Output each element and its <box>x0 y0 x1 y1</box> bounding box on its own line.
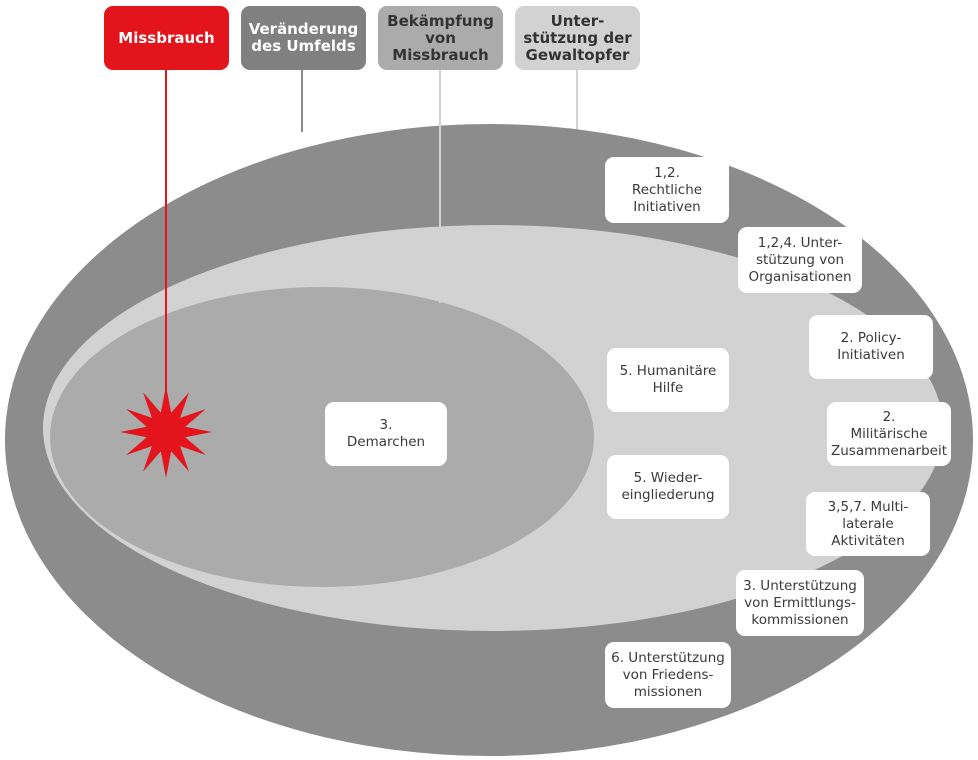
category-tab-missbrauch: Missbrauch <box>104 6 229 70</box>
measure-policy-initiativen: 2. Policy- Initiativen <box>809 315 933 379</box>
measure-demarchen: 3. Demarchen <box>325 402 447 466</box>
measure-humanitaere-hilfe: 5. Humanitäre Hilfe <box>607 348 729 412</box>
measure-multilaterale-aktivitaeten: 3,5,7. Multi- laterale Aktivitäten <box>806 492 930 556</box>
category-tab-umfeld: Veränderung des Umfelds <box>241 6 366 70</box>
red-starburst-icon <box>120 386 212 478</box>
category-tab-unterstuetzung: Unter- stützung der Gewaltopfer <box>515 6 640 70</box>
measure-unterstuetzung-organisationen: 1,2,4. Unter- stützung von Organisatione… <box>738 227 862 293</box>
measure-rechtliche-initiativen: 1,2. Rechtliche Initiativen <box>605 157 729 223</box>
measure-ermittlungskommissionen: 3. Unterstützung von Ermittlungs- kommis… <box>736 570 864 636</box>
measure-wiedereingliederung: 5. Wieder- eingliederung <box>607 455 729 519</box>
category-tab-bekaempfung: Bekämpfung von Missbrauch <box>378 6 503 70</box>
inner-ring <box>50 287 594 587</box>
measure-friedensmissionen: 6. Unterstützung von Friedens- missionen <box>605 642 731 708</box>
measure-militaerische-zusammenarbeit: 2. Militärische Zusammenarbeit <box>827 402 951 466</box>
